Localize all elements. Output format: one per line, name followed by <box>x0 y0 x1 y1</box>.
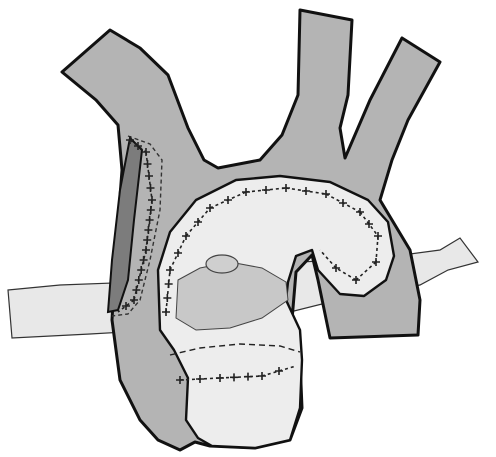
small-oval <box>206 255 238 273</box>
